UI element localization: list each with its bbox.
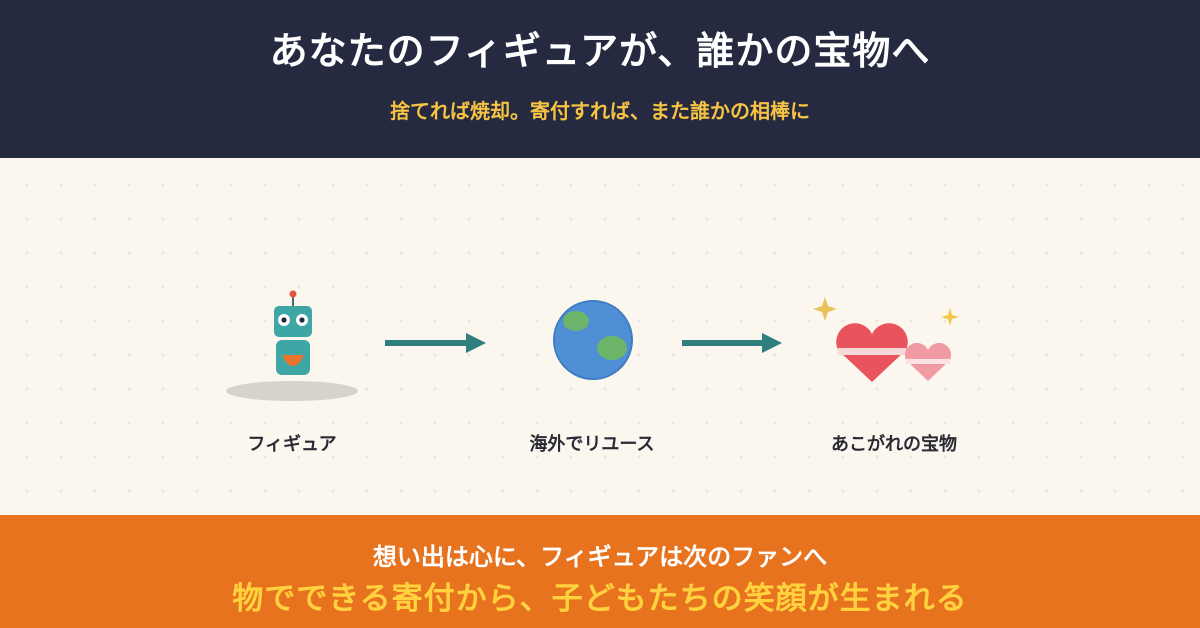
hearts-sparkle-icon xyxy=(813,297,959,382)
page-subtitle: 捨てれば焼却。寄付すれば、また誰かの相棒に xyxy=(390,99,810,123)
step-label-figure: フィギュア xyxy=(247,434,337,455)
footer-banner: 想い出は心に、フィギュアは次のファンへ 物でできる寄付から、子どもたちの笑顔が生… xyxy=(0,515,1200,628)
robot-figure-icon xyxy=(226,290,358,401)
right-arrow-icon xyxy=(385,333,486,353)
header-banner: あなたのフィギュアが、誰かの宝物へ 捨てれば焼却。寄付すれば、また誰かの相棒に xyxy=(0,0,1200,158)
page-title: あなたのフィギュアが、誰かの宝物へ xyxy=(269,29,931,73)
globe-icon xyxy=(553,300,633,380)
footer-message: 想い出は心に、フィギュアは次のファンへ xyxy=(372,543,828,571)
right-arrow-icon xyxy=(682,333,782,353)
step-label-treasure: あこがれの宝物 xyxy=(831,434,957,455)
step-label-reuse: 海外でリユース xyxy=(529,434,655,455)
footer-tagline: 物でできる寄付から、子どもたちの笑顔が生まれる xyxy=(232,581,968,617)
